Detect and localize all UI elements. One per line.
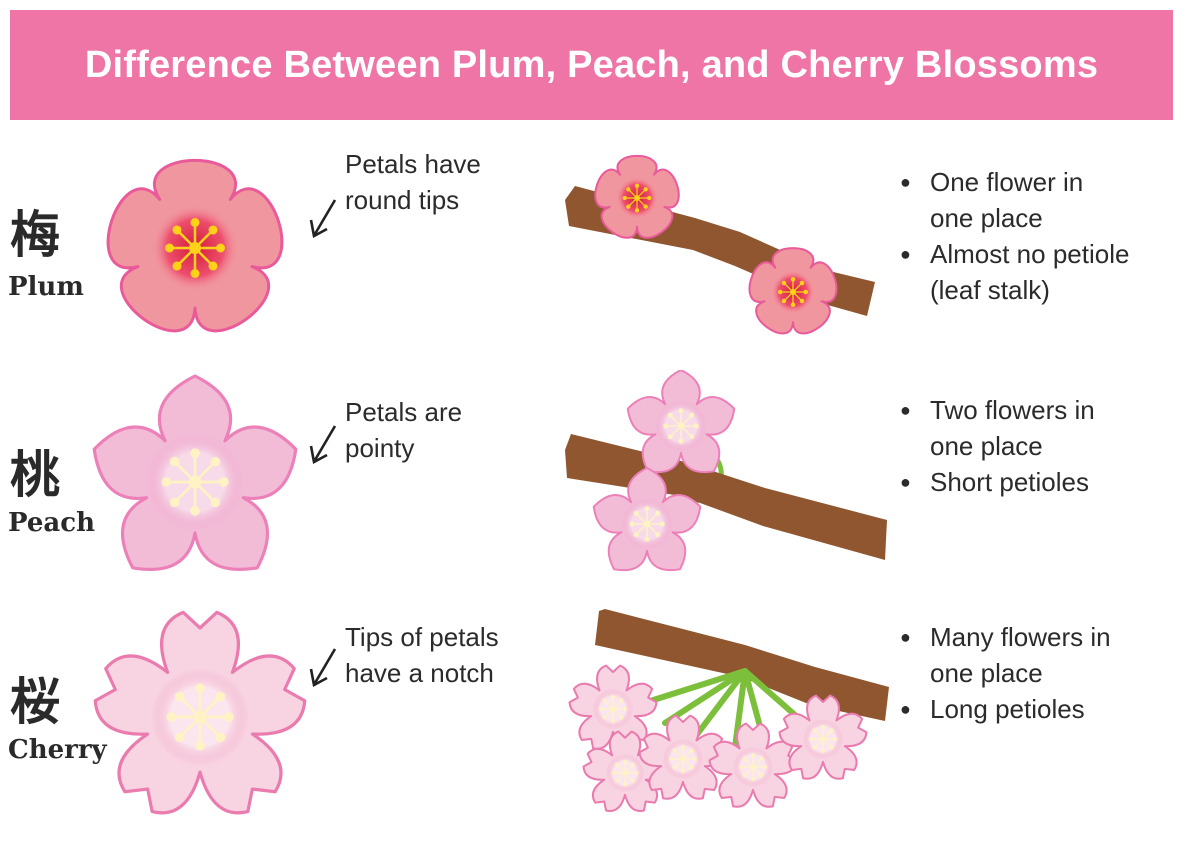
plum-note-line-1: Petals have [345,149,481,179]
plum-branch-flower [748,247,838,335]
petiole [692,668,748,740]
bullet-line: one place [930,658,1043,688]
plum-label: Plum [8,272,84,302]
cherry-note-line-1: Tips of petals [345,622,499,652]
cherry-flower-illustration [93,610,307,815]
cherry-note: Tips of petals have a notch [345,619,499,691]
bullet-item: Long petioles [900,691,1111,727]
bullet-line: one place [930,203,1043,233]
bullet-item: Short petioles [900,464,1095,500]
cherry-branch-illustration [568,609,889,812]
bullet-line: Many flowers in [930,622,1111,652]
peach-note-line-2: pointy [345,433,415,463]
cherry-label: Cherry [8,735,107,765]
arrow-icon [309,425,337,464]
bullet-line: (leaf stalk) [930,275,1050,305]
petiole [662,668,748,726]
bullet-item: Almost no petiole (leaf stalk) [900,236,1129,308]
peach-kanji: 桃 [10,446,60,504]
bullet-line: One flower in [930,167,1084,197]
plum-branch-illustration [565,154,875,335]
bullet-item: One flower in one place [900,164,1129,236]
cherry-branch-flower [638,714,728,800]
bullet-line: Two flowers in [930,395,1095,425]
bullet-line: Long petioles [930,694,1085,724]
cherry-branch-flower [708,722,798,808]
plum-flower [106,158,284,333]
peach-branch-flower [626,370,736,474]
peach-note-line-1: Petals are [345,397,463,427]
arrow-icon [309,199,337,238]
peach-label: Peach [8,508,95,538]
arrow-icon [309,648,337,687]
cherry-branch-flower [568,664,658,750]
plum-bullets: One flower in one place Almost no petiol… [900,164,1129,308]
plum-flower-illustration [106,158,284,333]
peach-flower [92,374,298,571]
peach-bullets: Two flowers in one place Short petioles [900,392,1095,500]
branch [595,609,889,721]
row-plum: 梅 Plum Petals have round tips One flower… [0,140,1188,380]
bullet-item: Two flowers in one place [900,392,1095,464]
cherry-kanji: 桜 [10,673,60,731]
row-peach: 桃 Peach Petals are pointy Two flowers in… [0,370,1188,610]
plum-branch-flower [594,154,680,239]
bullet-line: Almost no petiole [930,239,1130,269]
peach-flower-illustration [92,374,298,571]
cherry-flower [93,610,307,815]
title-banner: Difference Between Plum, Peach, and Cher… [10,10,1173,120]
bullet-line: one place [930,431,1043,461]
row-cherry: 桜 Cherry Tips of petals have a notch Man… [0,605,1188,845]
plum-note: Petals have round tips [345,146,481,218]
plum-kanji: 梅 [10,206,60,264]
petiole [742,668,798,718]
bullet-line: Short petioles [930,467,1089,497]
bullet-item: Many flowers in one place [900,619,1111,691]
cherry-bullets: Many flowers in one place Long petioles [900,619,1111,727]
plum-note-line-2: round tips [345,185,460,215]
peach-branch-illustration [565,370,887,572]
peach-branch-flower [592,467,702,572]
peach-note: Petals are pointy [345,394,462,466]
page-title: Difference Between Plum, Peach, and Cher… [84,43,1099,86]
cherry-branch-flower [778,694,868,780]
cherry-note-line-2: have a notch [345,658,494,688]
